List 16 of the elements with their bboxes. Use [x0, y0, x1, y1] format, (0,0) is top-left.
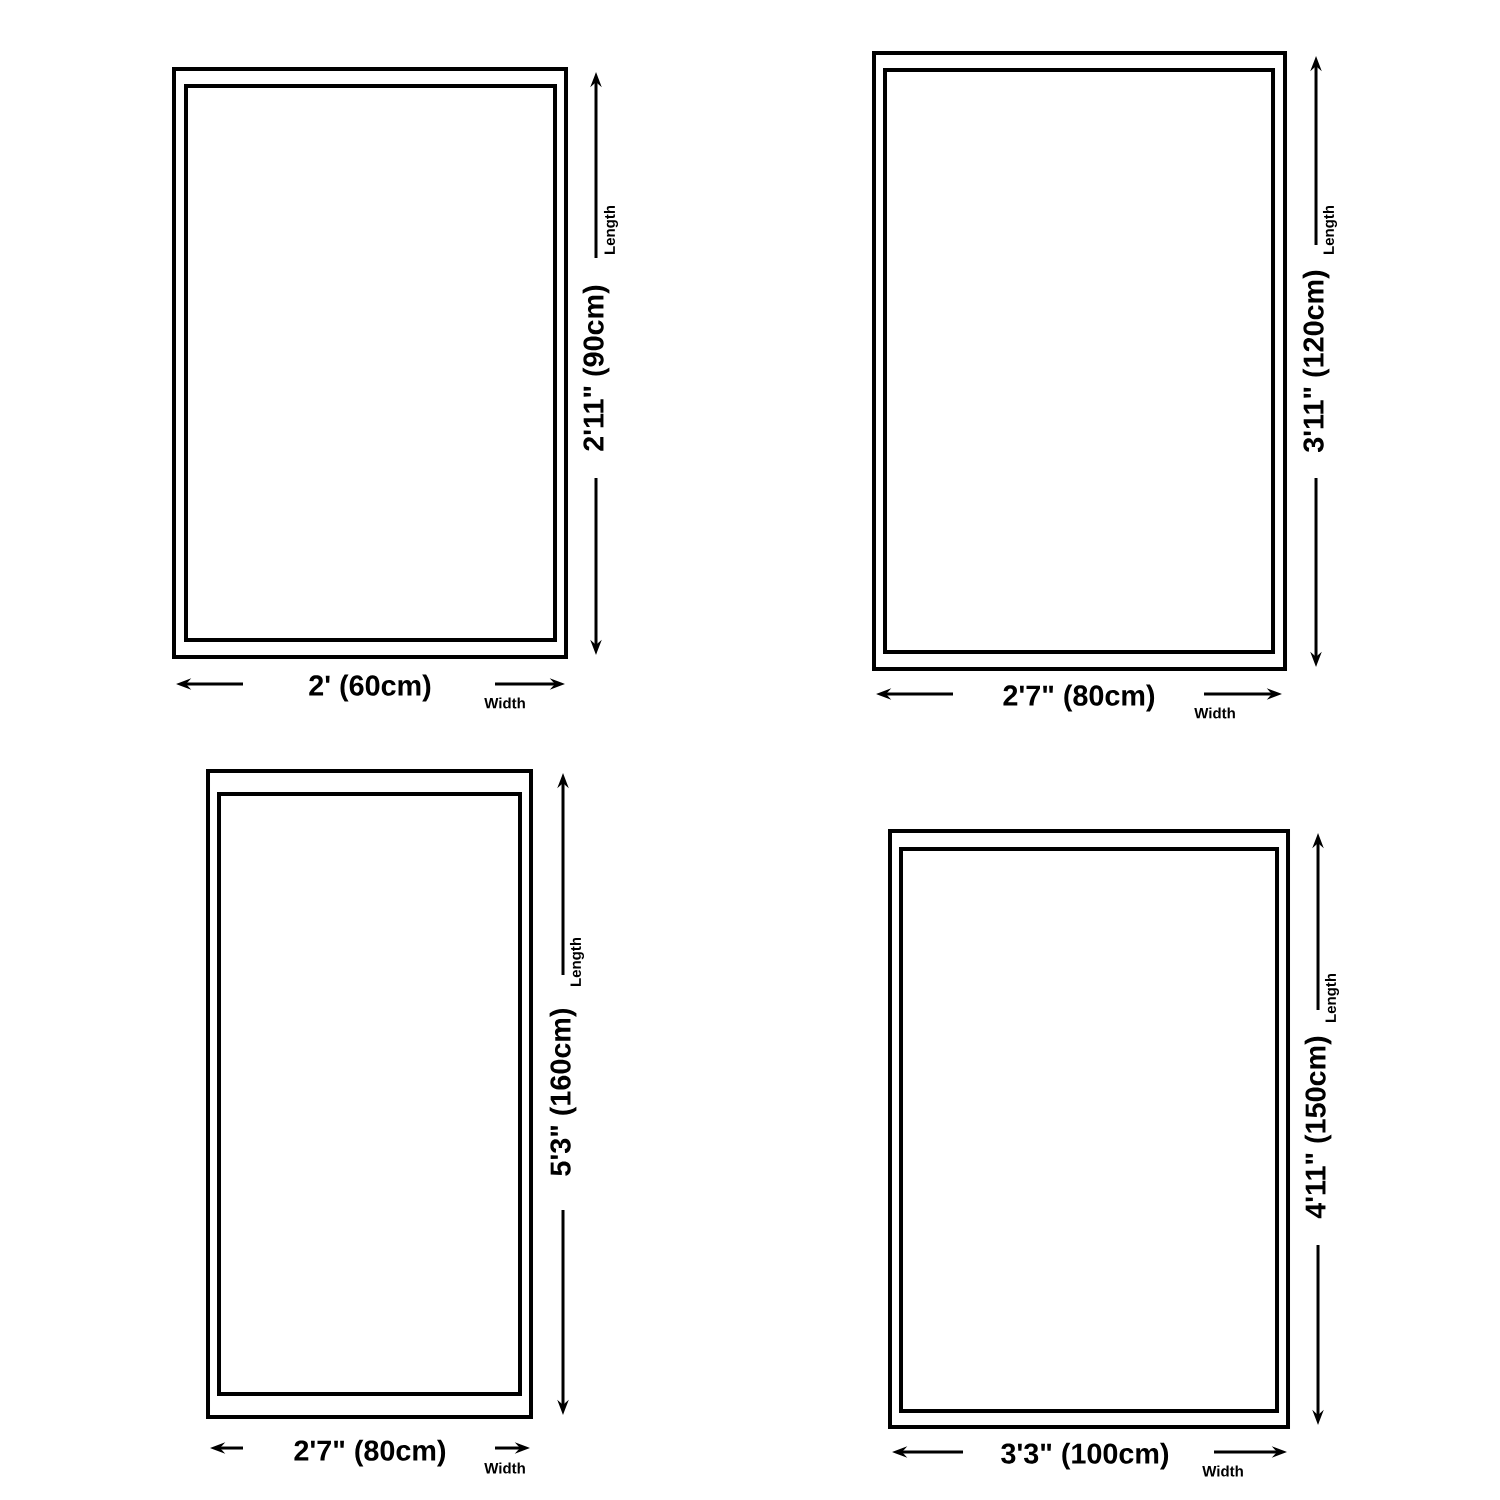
dimension-label: 2'11" (90cm) — [582, 285, 610, 451]
dimension-label: 3'3" (100cm) — [1001, 1442, 1169, 1470]
axis-label: Width — [484, 697, 525, 709]
axis-label: Width — [484, 1462, 525, 1474]
dimension-label: 5'3" (160cm) — [549, 1008, 577, 1176]
dimension-label: 2' (60cm) — [309, 674, 431, 702]
dimension-label: 3'11" (120cm) — [1302, 270, 1330, 453]
dimension-label: 2'7" (80cm) — [294, 1439, 446, 1467]
axis-label: Width — [1202, 1465, 1243, 1477]
dimension-label: 2'7" (80cm) — [1003, 684, 1155, 712]
axis-label: Length — [569, 937, 585, 986]
axis-label: Width — [1194, 707, 1235, 719]
axis-label: Length — [1324, 973, 1340, 1022]
dimension-label: 4'11" (150cm) — [1304, 1036, 1332, 1219]
axis-label: Length — [603, 205, 619, 254]
axis-label: Length — [1322, 205, 1338, 254]
